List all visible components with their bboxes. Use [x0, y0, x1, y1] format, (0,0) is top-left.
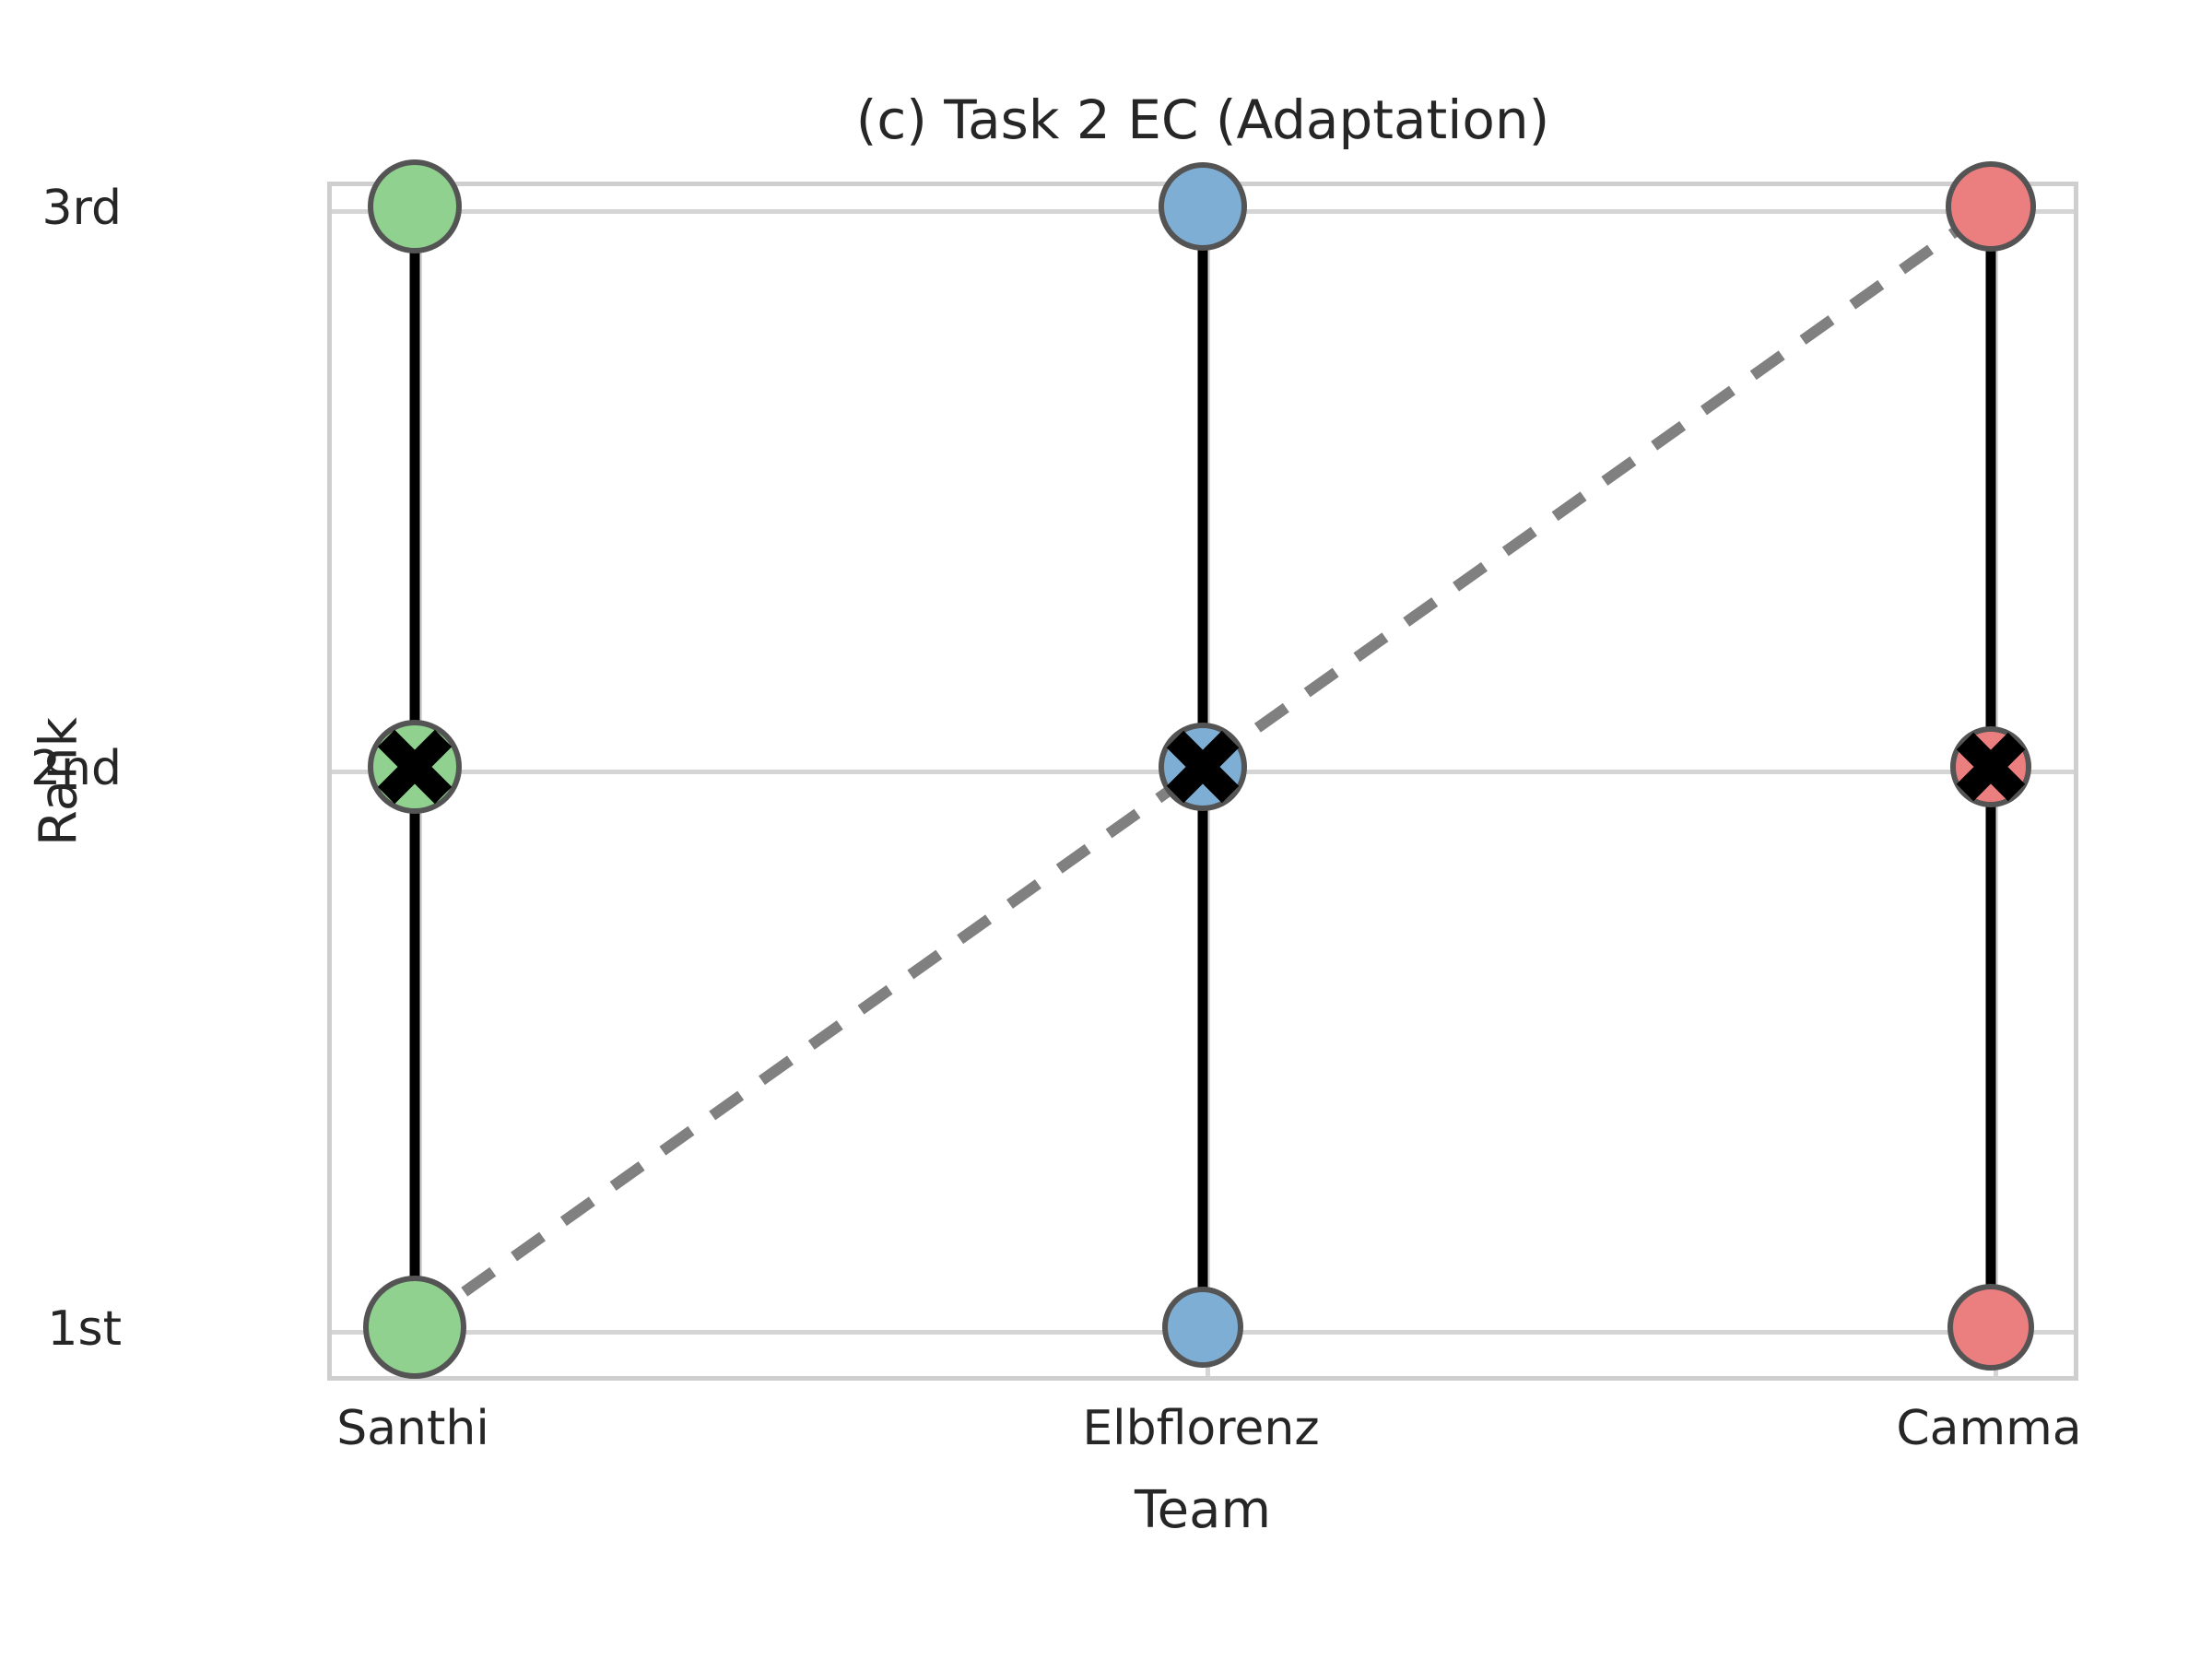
- ytick-label-1st: 1st: [47, 1301, 122, 1357]
- page-title: (c) Task 2 EC (Adaptation): [855, 88, 1550, 151]
- gridline-rank-1st: [332, 1330, 2074, 1335]
- plot-area: [327, 182, 2078, 1381]
- gridline-team-santhi: [418, 186, 422, 1376]
- gridline-team-elbflorenz: [1206, 186, 1210, 1376]
- xtick-label-santhi: Santhi: [336, 1401, 489, 1456]
- ytick-label-3rd: 3rd: [41, 181, 122, 236]
- x-axis-label: Team: [1134, 1480, 1271, 1540]
- y-axis-label: Rank: [29, 717, 89, 846]
- gridline-rank-3rd: [332, 209, 2074, 214]
- ytick-label-2nd: 2nd: [29, 741, 122, 796]
- xtick-label-elbflorenz: Elbflorenz: [1082, 1401, 1320, 1456]
- gridline-team-camma: [1994, 186, 1998, 1376]
- gridline-rank-2nd: [332, 770, 2074, 774]
- plot-inner: [332, 186, 2074, 1376]
- xtick-label-camma: Camma: [1896, 1401, 2082, 1456]
